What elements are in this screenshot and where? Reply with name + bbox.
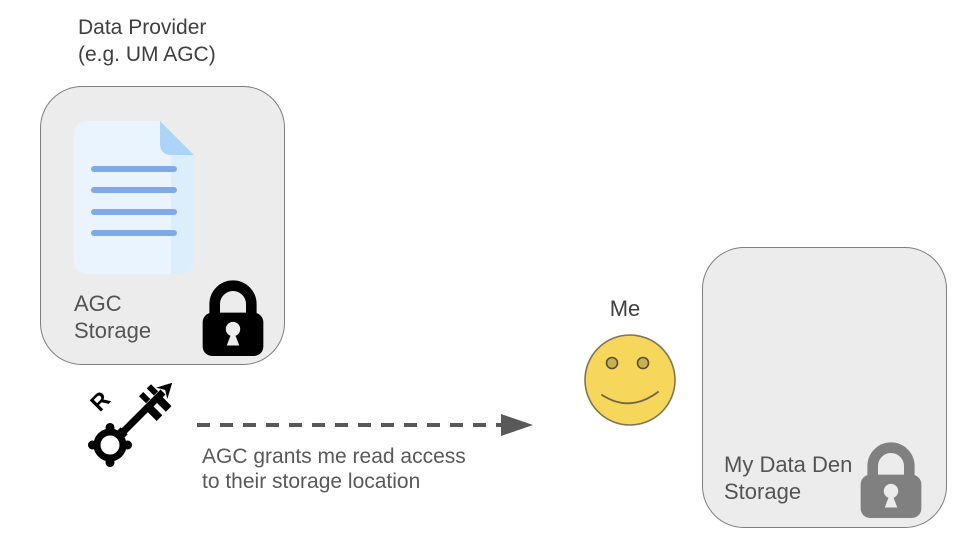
grant-caption: AGC grants me read access to their stora… <box>202 444 466 494</box>
me-label: Me <box>609 296 641 321</box>
smiley-face-icon <box>584 334 676 426</box>
provider-storage-label-line2: Storage <box>74 318 152 343</box>
provider-storage-label: AGC Storage <box>74 290 151 344</box>
document-icon <box>74 121 194 274</box>
locked-padlock-icon <box>202 280 264 357</box>
locked-padlock-icon <box>860 442 922 519</box>
grant-arrow <box>197 414 533 436</box>
my-storage-label-line2: Storage <box>724 479 802 504</box>
my-storage-label: My Data Den Storage <box>724 451 852 505</box>
my-storage-box: My Data Den Storage <box>702 247 947 528</box>
key-icon <box>87 382 173 468</box>
provider-storage-label-line1: AGC <box>74 291 122 316</box>
grant-caption-line2: to their storage location <box>202 470 421 493</box>
provider-storage-box: AGC Storage <box>40 86 285 365</box>
provider-title-line2: (e.g. UM AGC) <box>78 43 216 66</box>
provider-title-line1: Data Provider <box>78 16 207 39</box>
grant-caption-line1: AGC grants me read access <box>202 445 466 468</box>
provider-title: Data Provider (e.g. UM AGC) <box>78 14 216 68</box>
my-storage-label-line1: My Data Den <box>724 452 853 477</box>
